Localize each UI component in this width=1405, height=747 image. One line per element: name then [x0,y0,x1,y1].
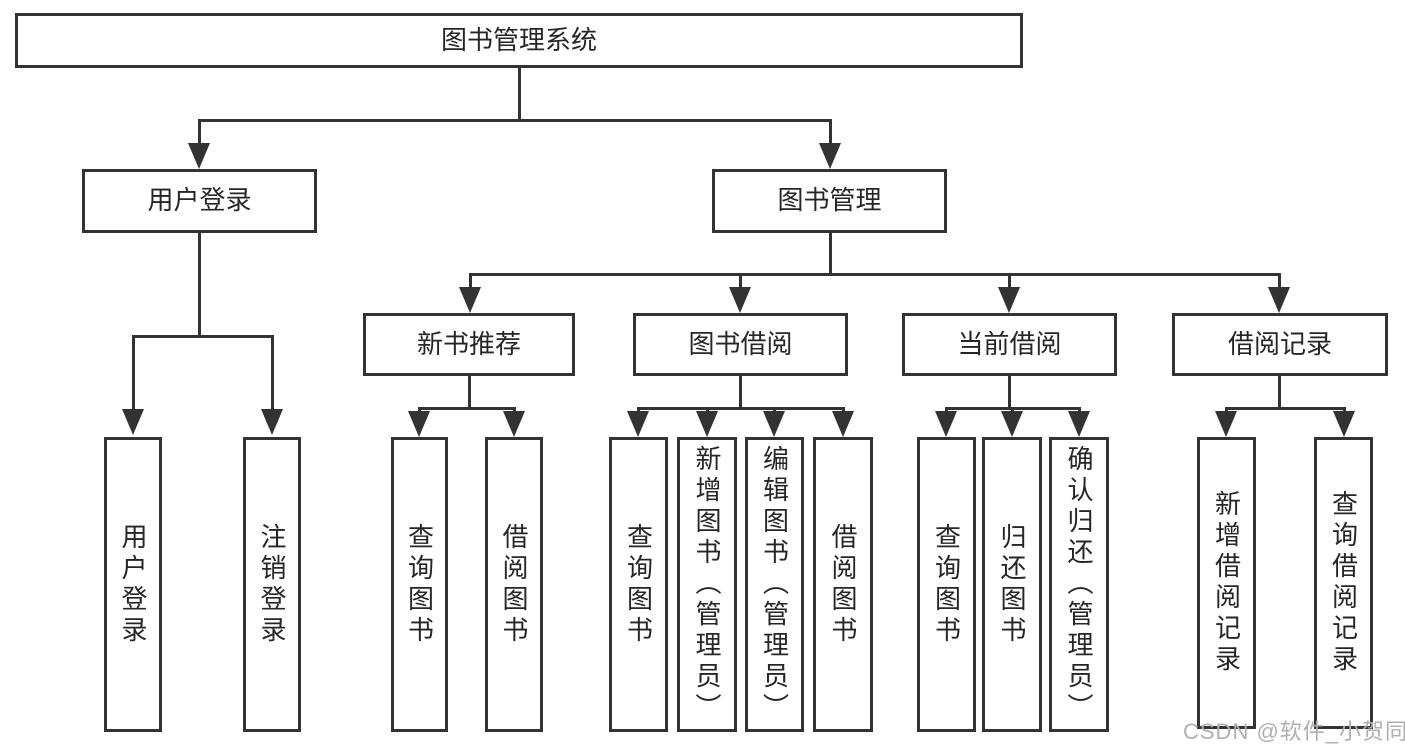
node-new-book-recommend-label: 新书推荐 [416,328,521,359]
arrow-down-icon [503,411,525,437]
leaf-query-books-borrowing: 查询图书 [609,437,668,732]
arrow-down-icon [935,411,957,437]
arrow-down-icon [122,409,144,435]
connector-line [469,273,472,290]
arrow-down-icon [627,411,649,437]
leaf-edit-books-admin: 编辑图书（管理员） [745,437,804,732]
leaf-edit-books-admin-label: 编辑图书（管理员） [759,445,790,724]
connector-line [739,376,742,410]
node-borrowing-records: 借阅记录 [1172,313,1388,376]
leaf-add-books-admin: 新增图书（管理员） [677,437,737,732]
arrow-down-icon [1001,411,1023,437]
leaf-borrow-books: 借阅图书 [813,437,873,732]
leaf-borrow-books-label: 借阅图书 [828,522,858,647]
connector-line [1008,273,1011,290]
node-current-borrowing-label: 当前借阅 [957,328,1062,359]
connector-line [418,407,516,410]
leaf-logout-label: 注销登录 [257,522,287,647]
connector-line [739,273,742,290]
arrow-down-icon [832,411,854,437]
leaf-add-books-admin-label: 新增图书（管理员） [692,445,722,724]
connector-line [468,376,471,410]
connector-line [1225,407,1345,410]
leaf-return-books: 归还图书 [982,437,1042,732]
leaf-confirm-return-admin: 确认归还（管理员） [1049,437,1109,732]
connector-line [1278,376,1281,410]
arrow-down-icon [998,287,1020,313]
node-book-management-label: 图书管理 [777,185,882,216]
leaf-user-login: 用户登录 [104,437,162,732]
arrow-down-icon [261,409,283,435]
leaf-user-login-label: 用户登录 [118,522,148,647]
leaf-add-borrow-record: 新增借阅记录 [1197,437,1256,729]
connector-line [271,335,274,413]
arrow-down-icon [1068,411,1090,437]
connector-line [518,68,521,121]
leaf-confirm-return-admin-label: 确认归还（管理员） [1064,445,1094,724]
leaf-query-borrow-record-label: 查询借阅记录 [1328,490,1359,676]
leaf-return-books-label: 归还图书 [997,522,1027,647]
connector-line [1008,376,1011,410]
node-current-borrowing: 当前借阅 [902,313,1117,376]
node-book-borrowing-label: 图书借阅 [688,328,793,359]
arrow-down-icon [459,287,481,313]
node-user-login-label: 用户登录 [147,185,252,216]
connector-line [198,119,832,122]
connector-line [829,119,832,149]
connector-line [198,233,201,337]
leaf-query-books-recommend: 查询图书 [391,437,448,732]
leaf-add-borrow-record-label: 新增借阅记录 [1211,490,1242,676]
connector-line [829,233,832,276]
node-borrowing-records-label: 借阅记录 [1227,328,1332,359]
arrow-down-icon [1215,411,1237,437]
leaf-query-books-recommend-label: 查询图书 [404,522,435,647]
connector-line [1278,273,1281,290]
node-book-management: 图书管理 [712,169,947,233]
connector-line [198,119,201,149]
node-new-book-recommend: 新书推荐 [363,313,575,376]
leaf-query-borrow-record: 查询借阅记录 [1314,437,1373,729]
node-library-system-label: 图书管理系统 [440,24,597,55]
connector-line [637,407,844,410]
arrow-down-icon [1333,411,1355,437]
node-book-borrowing: 图书借阅 [633,313,848,376]
arrow-down-icon [696,411,718,437]
connector-line [132,335,135,413]
arrow-down-icon [188,143,210,169]
arrow-down-icon [408,411,430,437]
arrow-down-icon [1268,287,1290,313]
arrow-down-icon [763,411,785,437]
arrow-down-icon [729,287,751,313]
connector-line [469,273,1281,276]
leaf-logout: 注销登录 [243,437,301,732]
leaf-query-books-current-label: 查询图书 [931,522,962,647]
node-library-system: 图书管理系统 [15,13,1023,68]
csdn-watermark: CSDN @软件_小贺同学 [1183,719,1405,744]
leaf-query-books-borrowing-label: 查询图书 [623,522,654,647]
leaf-query-books-current: 查询图书 [917,437,976,732]
arrow-down-icon [819,143,841,169]
leaf-borrow-books-recommend: 借阅图书 [485,437,543,732]
node-user-login: 用户登录 [82,169,317,233]
leaf-borrow-books-recommend-label: 借阅图书 [499,522,529,647]
connector-line [132,335,274,338]
